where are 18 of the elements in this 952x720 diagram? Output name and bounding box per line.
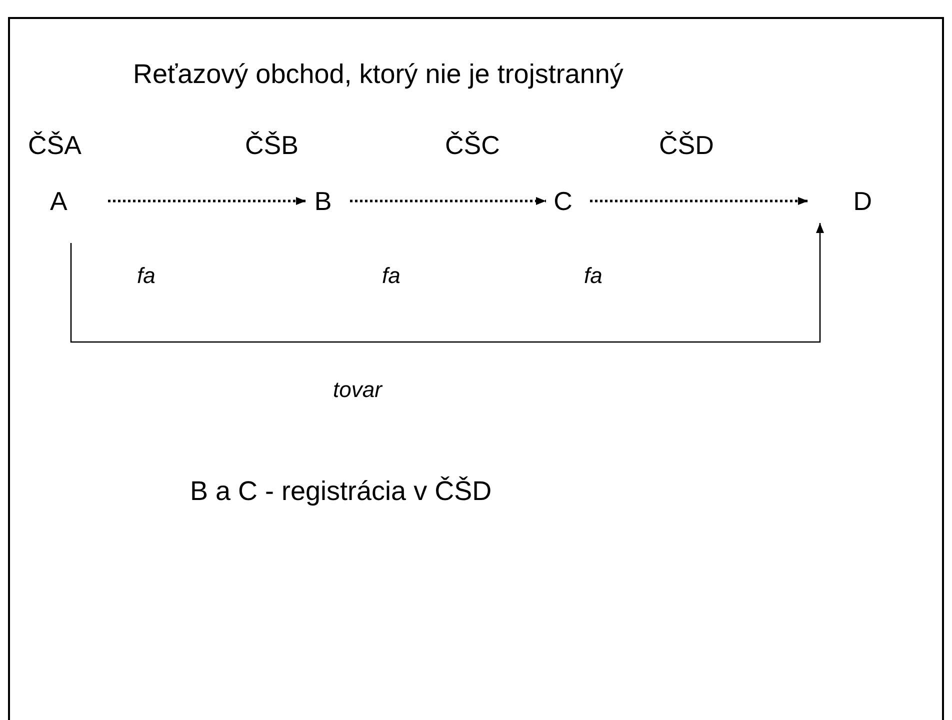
invoice-label: fa bbox=[584, 263, 602, 290]
goods-label: tovar bbox=[333, 377, 382, 404]
dotted-arrow bbox=[108, 197, 306, 205]
party-letter: C bbox=[550, 183, 576, 219]
arrow bbox=[70, 223, 824, 343]
country-code-label: ČŠB bbox=[245, 130, 298, 162]
party-letter: D bbox=[812, 183, 872, 219]
note: B a C - registrácia v ČŠD bbox=[190, 475, 492, 508]
invoice-label: fa bbox=[382, 263, 400, 290]
country-code-label: ČŠD bbox=[659, 130, 714, 162]
country-code-label: ČŠC bbox=[445, 130, 500, 162]
title: Reťazový obchod, ktorý nie je trojstranný bbox=[133, 58, 624, 90]
party-letter: A bbox=[50, 183, 94, 219]
dotted-arrow bbox=[590, 197, 808, 205]
dotted-arrow bbox=[350, 197, 546, 205]
party-letter: B bbox=[310, 183, 336, 219]
invoice-label: fa bbox=[137, 263, 156, 290]
country-code-label: ČŠA bbox=[28, 130, 82, 162]
